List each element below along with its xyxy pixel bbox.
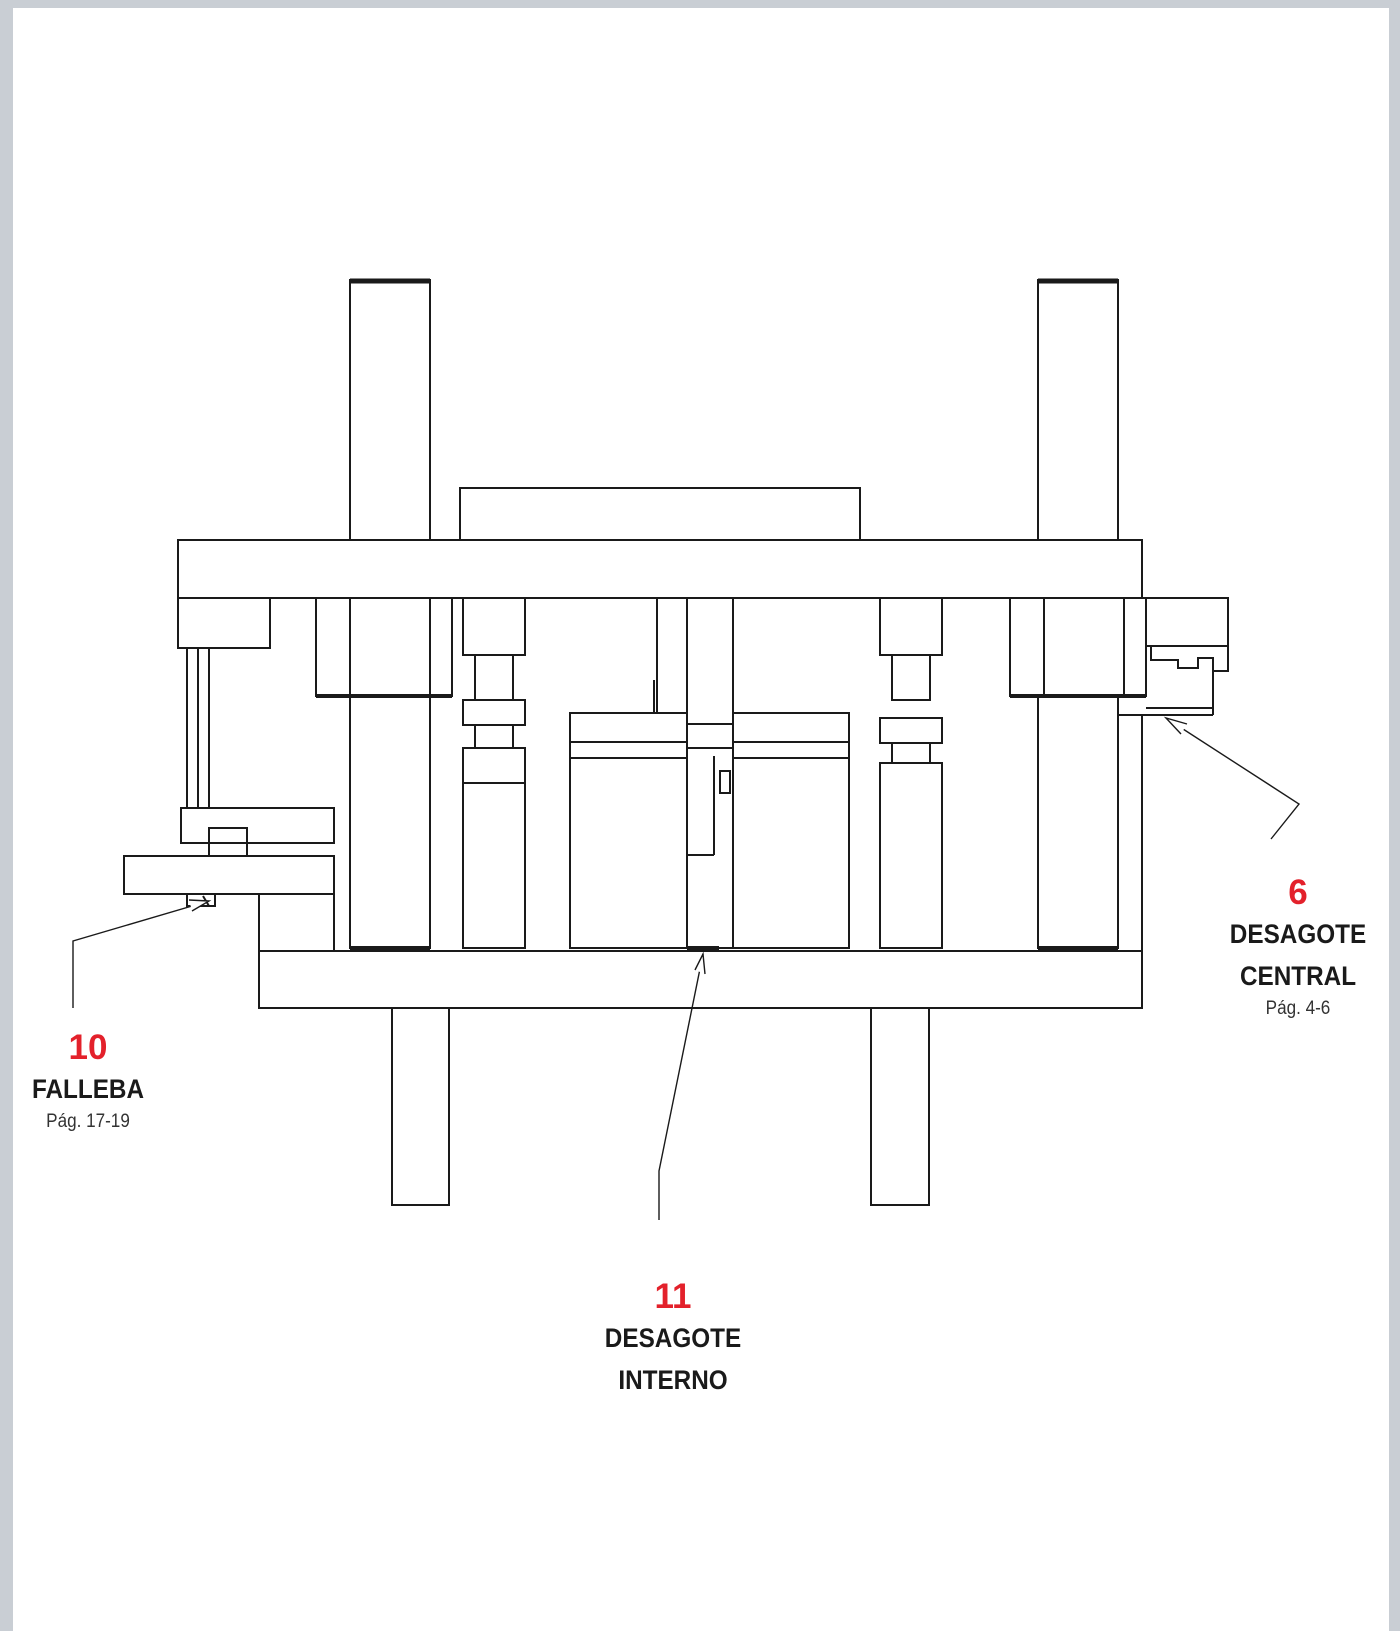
- callout-page-ref: Pág. 17-19: [46, 1111, 130, 1132]
- callout-number: 10: [68, 1028, 108, 1067]
- bushing-left: [315, 597, 453, 950]
- base-plate: [258, 950, 1143, 1009]
- leader-line-10: [72, 899, 212, 1008]
- falleba-assembly: [123, 807, 335, 951]
- callout-falleba: 10 FALLEBA Pág. 17-19: [13, 1028, 163, 1134]
- cavity-block-right: [732, 712, 850, 949]
- top-plate: [177, 539, 1143, 599]
- callout-title: DESAGOTE CENTRAL: [1229, 919, 1367, 991]
- ejector-pin-left: [462, 597, 526, 949]
- callout-title: FALLEBA: [31, 1074, 145, 1104]
- central-core: [686, 597, 734, 950]
- leg-right: [870, 1007, 930, 1206]
- right-slider: [1118, 597, 1229, 951]
- leg-left: [391, 1007, 450, 1206]
- ejector-pin-right: [879, 597, 943, 949]
- leader-line-6: [1163, 716, 1301, 840]
- guide-pillar-left: [349, 278, 431, 541]
- bushing-right: [1009, 597, 1147, 950]
- guide-pillar-right: [1037, 278, 1119, 541]
- cavity-block-left: [569, 598, 688, 949]
- mold-assembly-drawing: [72, 278, 1301, 1220]
- callout-page-ref: Pág. 4-6: [1265, 998, 1331, 1019]
- drawing-page: 10 FALLEBA Pág. 17-19 11 DESAGOTE INTERN…: [13, 8, 1389, 1631]
- left-upper-block: [177, 597, 271, 649]
- leader-line-11: [658, 951, 706, 1220]
- callout-desagote-interno: 11 DESAGOTE INTERNO: [588, 1277, 758, 1401]
- callout-number: 6: [1288, 873, 1308, 912]
- callout-desagote-central: 6 DESAGOTE CENTRAL Pág. 4-6: [1213, 873, 1383, 1021]
- callout-number: 11: [654, 1277, 692, 1316]
- top-insert: [459, 487, 861, 541]
- callout-title: DESAGOTE INTERNO: [604, 1323, 742, 1395]
